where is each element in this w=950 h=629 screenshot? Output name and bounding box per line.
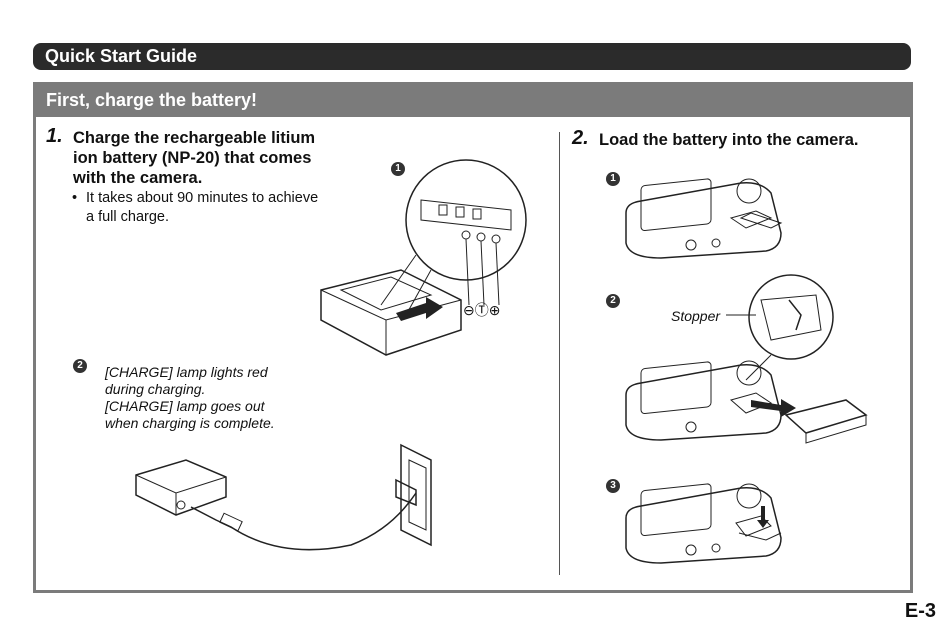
stopper-label: Stopper [671,308,721,324]
camera-open-cover-illustration [625,178,783,259]
step1-number: 1. [46,125,63,147]
column-divider [559,132,560,575]
step2-callout-2: 2 [606,294,620,308]
step1-text-line1: Charge the rechargeable litium [73,129,316,147]
step1-bullet: • It takes about 90 minutes to achieve [72,189,318,208]
section-header: First, charge the battery! [36,85,910,117]
step1-text-line3: with the camera. [73,169,203,187]
charge-battery-panel: First, charge the battery! 1. Charge the… [33,82,913,593]
charge-note-line1: [CHARGE] lamp lights red [105,364,268,380]
polarity-symbols: ⊖Ⓣ⊕ [463,300,500,320]
step1-callout-2: 2 [73,359,87,373]
charger-battery-illustration [320,159,527,356]
camera-insert-battery-illustration [625,274,868,444]
step2-callout-1: 1 [606,172,620,186]
charger-cord-outlet-illustration [135,443,432,551]
step1-bullet-cont: a full charge. [86,208,169,227]
guide-title: Quick Start Guide [45,46,198,66]
charge-note-line2: during charging. [105,381,206,397]
page-number: E-3 [904,600,936,622]
minus-terminal-icon: ⊖ [463,302,475,318]
step2-callout-3: 3 [606,479,620,493]
step2-number: 2. [572,127,589,149]
t-terminal-icon: Ⓣ [474,302,489,318]
step1-text-line2: ion battery (NP-20) that comes [73,149,312,167]
step1-callout-1: 1 [391,162,405,176]
plus-terminal-icon: ⊕ [488,302,501,318]
section-title: First, charge the battery! [46,90,258,110]
guide-header-bar: Quick Start Guide [33,43,911,70]
bullet-text-line2: a full charge. [86,209,170,225]
charge-note-line4: when charging is complete. [105,415,275,431]
bullet-dot: • [72,190,78,206]
camera-close-cover-illustration [625,483,782,564]
step2-text: Load the battery into the camera. [599,131,859,149]
charge-note-line3: [CHARGE] lamp goes out [105,398,265,414]
bullet-text-line1: It takes about 90 minutes to achieve [86,190,319,206]
